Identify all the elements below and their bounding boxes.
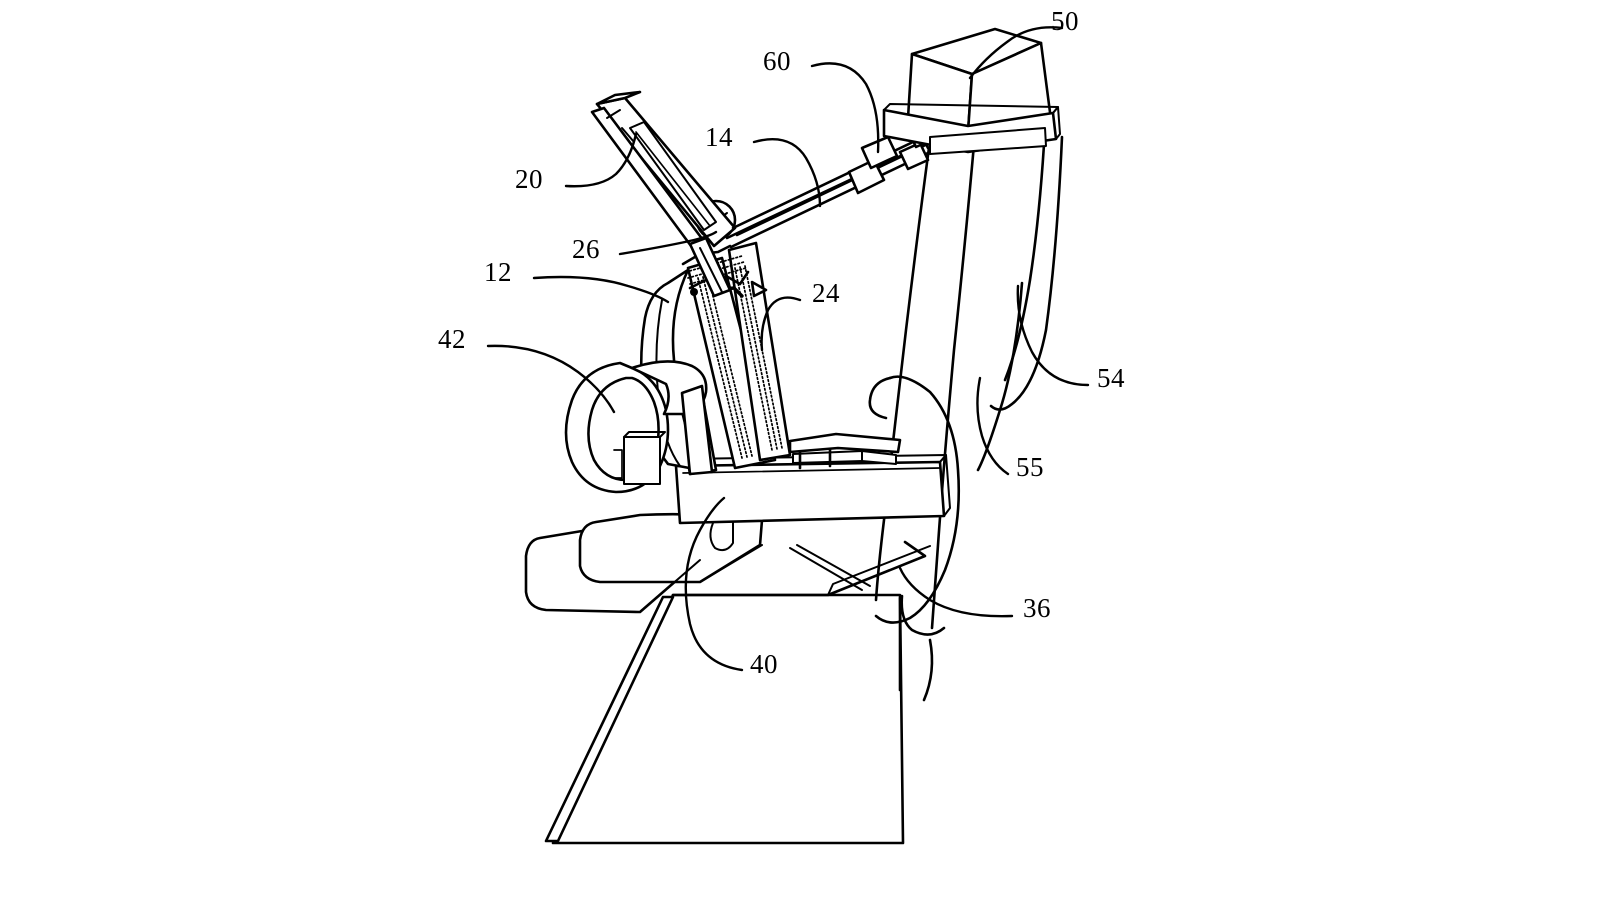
ref-numeral-24: 24: [812, 278, 840, 308]
seat-base-platform: [524, 512, 931, 845]
ref-numeral-36: 36: [1023, 593, 1051, 623]
ref-numeral-14: 14: [705, 122, 733, 152]
ref-numeral-60: 60: [763, 46, 791, 76]
leader-lines: [486, 26, 1090, 672]
rail-plate-detail: [788, 432, 902, 470]
ref-numeral-20: 20: [515, 164, 543, 194]
frame-lower-blade: [680, 384, 714, 476]
upper-arm-handle: [590, 90, 737, 298]
reference-numerals: 50 60 14 20 26 12 24 42 54 55 36 40: [438, 6, 1125, 679]
seat-rail-beam: [674, 454, 951, 525]
ref-numeral-12: 12: [484, 257, 512, 287]
ref-numeral-26: 26: [572, 234, 600, 264]
headrest-cushion-block: [882, 27, 1061, 155]
ref-numeral-55: 55: [1016, 452, 1044, 482]
seat-back-contours: [868, 126, 1064, 702]
ref-numeral-40: 40: [750, 649, 778, 679]
ref-numeral-54: 54: [1097, 363, 1125, 393]
ref-numeral-50: 50: [1051, 6, 1079, 36]
ref-numeral-42: 42: [438, 324, 466, 354]
